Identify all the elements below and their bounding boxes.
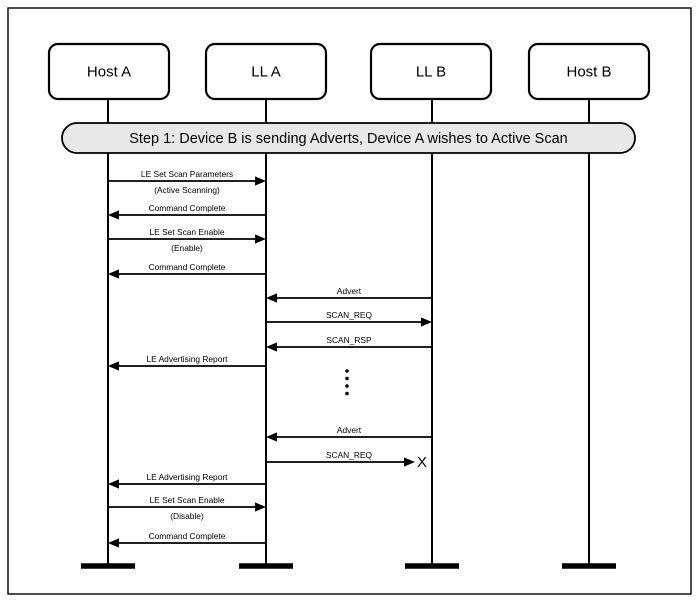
actor-label-ll_b: LL B <box>416 63 446 80</box>
message-arrowhead-m11 <box>108 479 119 489</box>
message-m13: Command Complete <box>108 531 266 548</box>
lifelines-group <box>107 99 590 566</box>
message-m6: SCAN_REQ <box>266 310 432 327</box>
message-m2: Command Complete <box>108 203 266 220</box>
message-arrowhead-m5 <box>266 293 277 303</box>
ellipsis-dot-4 <box>345 391 349 396</box>
message-arrowhead-m3 <box>255 234 266 244</box>
actor-box-host_a[interactable] <box>47 42 171 101</box>
messages-group: LE Set Scan Parameters (Active Scanning) C… <box>108 169 432 548</box>
actor-label-ll_a: LL A <box>251 63 280 80</box>
message-arrowhead-m7 <box>266 342 277 352</box>
message-label-m8: LE Advertising Report <box>146 354 228 364</box>
message-m12: LE Set Scan Enable (Disable) <box>108 495 266 521</box>
message-m8: LE Advertising Report <box>108 354 266 371</box>
message-label-m13: Command Complete <box>149 531 226 541</box>
message-arrowhead-m6 <box>421 317 432 327</box>
message-arrowhead-m1 <box>255 176 266 186</box>
step-banner-box <box>61 122 636 154</box>
message-m11: LE Advertising Report <box>108 472 266 489</box>
vertical-ellipsis-icon <box>345 369 349 396</box>
message-arrowhead-m12 <box>255 502 266 512</box>
message-m3: LE Set Scan Enable (Enable) <box>108 227 266 253</box>
message-sublabel-m3: (Enable) <box>171 243 203 253</box>
ellipsis-dot-2 <box>345 376 349 381</box>
actor-boxes-group: Host A LL A LL B Host B <box>47 42 651 101</box>
message-label-m1: LE Set Scan Parameters <box>141 169 233 179</box>
actor-box-host_b[interactable] <box>527 42 651 101</box>
diagram-frame <box>7 7 692 595</box>
message-label-m11: LE Advertising Report <box>146 472 228 482</box>
step-banner-label: Step 1: Device B is sending Adverts, Dev… <box>129 131 567 147</box>
message-arrowhead-m4 <box>108 269 119 279</box>
message-m5: Advert <box>266 286 432 303</box>
message-m1: LE Set Scan Parameters (Active Scanning) <box>108 169 266 195</box>
actor-box-ll_b[interactable] <box>369 42 493 101</box>
message-arrowhead-m2 <box>108 210 119 220</box>
message-m7: SCAN_RSP <box>266 335 432 352</box>
actor-box-ll_a[interactable] <box>204 42 328 101</box>
message-label-m10: SCAN_REQ <box>326 450 373 460</box>
message-label-m6: SCAN_REQ <box>326 310 373 320</box>
message-label-m3: LE Set Scan Enable <box>150 227 225 237</box>
ellipsis-dot-3 <box>345 384 349 388</box>
message-m10: SCAN_REQ X <box>266 450 427 471</box>
actor-label-host_a: Host A <box>87 63 131 80</box>
message-blocked-mark-m10: X <box>417 454 427 471</box>
message-m4: Command Complete <box>108 262 266 279</box>
message-sublabel-m12: (Disable) <box>170 511 204 521</box>
message-label-m5: Advert <box>337 286 362 296</box>
message-sublabel-m1: (Active Scanning) <box>154 185 220 195</box>
message-label-m4: Command Complete <box>149 262 226 272</box>
message-label-m12: LE Set Scan Enable <box>150 495 225 505</box>
message-arrowhead-m8 <box>108 361 119 371</box>
message-label-m2: Command Complete <box>149 203 226 213</box>
actor-label-host_b: Host B <box>566 63 611 80</box>
message-arrowhead-m13 <box>108 538 119 548</box>
message-arrowhead-m9 <box>266 432 277 442</box>
ellipsis-dot-1 <box>345 369 349 373</box>
message-arrowhead-m10 <box>404 457 415 467</box>
message-m9: Advert <box>266 425 432 442</box>
message-label-m9: Advert <box>337 425 362 435</box>
step-banner: Step 1: Device B is sending Adverts, Dev… <box>61 122 636 154</box>
message-label-m7: SCAN_RSP <box>326 335 372 345</box>
